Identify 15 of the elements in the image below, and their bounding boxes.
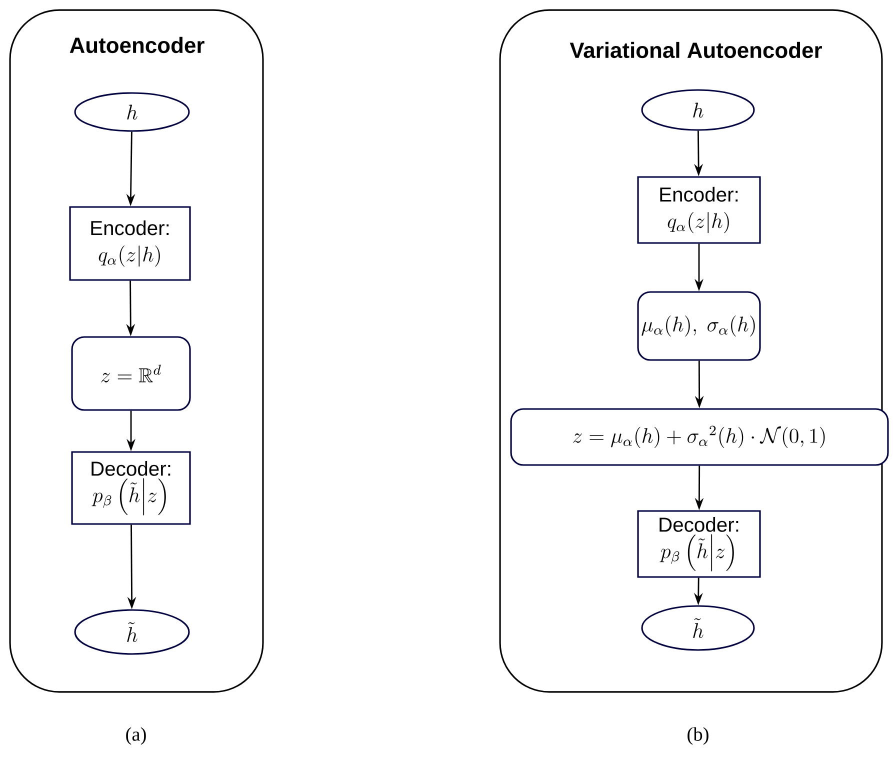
ellipse-node: $\tilde{h}$ [74, 609, 190, 655]
rounded-box: $z = \mu_\alpha(h) + {\sigma_\alpha}^2(h) \cdot \mathcal{N}(0,1)$ [510, 408, 889, 466]
panel-title: Autoencoder [70, 36, 204, 54]
process-box: Encoder: $q_\alpha(z|h)$ [69, 206, 191, 281]
process-box: Decoder: $p_\beta\left(\tilde{h}\middle|z\right)$ [637, 510, 761, 578]
ellipse-node: $h$ [74, 92, 190, 132]
panel-caption: (a) [126, 727, 146, 745]
rounded-box: $z = \mathbb{R}^d$ [71, 336, 191, 411]
process-box: Decoder: $p_\beta\left(\tilde{h}\middle|z\right)$ [71, 451, 191, 525]
panel-caption: (b) [688, 727, 708, 745]
ellipse-node: $\tilde{h}$ [641, 605, 755, 651]
ellipse-node: $h$ [641, 89, 755, 131]
rounded-box: $\mu_\alpha(h),\ \sigma_\alpha(h)$ [637, 291, 761, 361]
process-box: Encoder: $q_\alpha(z|h)$ [637, 176, 761, 244]
panel-title: Variational Autoencoder [570, 42, 822, 58]
